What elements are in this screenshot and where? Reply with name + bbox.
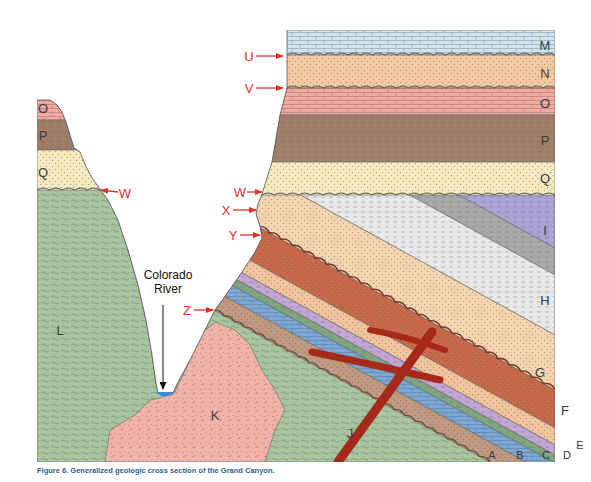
layer-letter: K [211,409,220,422]
pointer-arrow [256,87,283,88]
horizontal-layer-texture [200,115,555,162]
layer-letter: L [56,324,63,337]
rock-layers [37,0,555,482]
pointer-arrow [233,209,256,210]
unconformity-line [213,310,490,462]
pointer-arrow [194,309,213,310]
horizontal-layer-texture [37,150,140,190]
layer-letter: M [540,39,551,52]
callout-letter: W [119,187,131,200]
sill [312,352,440,380]
layer-letter: Q [540,172,550,185]
horizontal-layer [37,150,140,190]
horizontal-layer-texture [37,95,140,120]
callout-letter: U [244,50,253,63]
horizontal-layer [200,162,555,195]
layer-letter: G [535,366,545,379]
layer-letter: E [576,440,583,451]
granite-body-texture [105,322,285,462]
callout-letter: V [245,82,254,95]
layer-letter: P [541,134,550,147]
layer-letter: J [347,427,354,440]
callout-letter: Y [229,229,238,242]
callout-letter: X [222,204,231,217]
pointer-arrow [240,234,260,235]
horizontal-layer [200,115,555,162]
sill [370,330,445,350]
layer-letter: F [561,404,569,417]
unconformity-line [287,53,555,55]
callout-letter: W [234,186,246,199]
layer-letter: O [540,97,550,110]
layer-letter: Q [38,166,48,179]
figure-caption: Figure 6. Generalized geologic cross sec… [37,466,275,475]
layer-letter: I [543,224,547,237]
horizontal-layer-texture [200,162,555,195]
horizontal-layer [37,120,140,150]
callout-letter: Z [183,304,191,317]
layer-letter: D [563,450,571,461]
granite-body [105,322,285,462]
pointer-arrow [247,191,262,192]
layer-letter: P [39,129,48,142]
layer-letter: B [516,450,523,461]
layer-letter: N [540,67,549,80]
schist-basement-texture [37,30,555,462]
pointer-arrow [101,190,118,192]
layer-letter: A [488,450,495,461]
horizontal-layer-texture [37,120,140,150]
unconformity-line [37,188,100,190]
pointer-arrow [256,55,283,56]
unconformity-line [287,86,555,88]
river-pointer [163,305,164,389]
layer-letter: C [542,450,550,461]
schist-basement [37,30,555,462]
dike [338,332,432,462]
canyon-profile [37,30,287,395]
layer-letter: O [38,102,48,115]
river-water [156,392,174,397]
unconformity-line [262,193,555,195]
horizontal-layer [37,95,140,120]
feature-name: Colorado River [137,269,199,297]
layer-letter: H [540,294,549,307]
